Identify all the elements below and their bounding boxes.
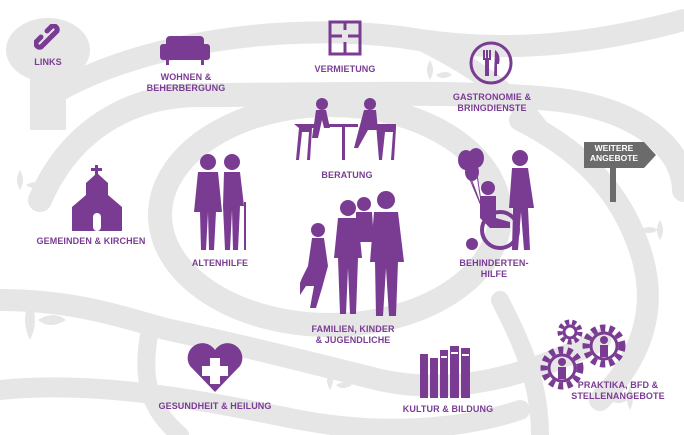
praktika-label[interactable]: PRAKTIKA, BFD & STELLENANGEBOTE bbox=[556, 380, 680, 402]
behinderten-label-line1: BEHINDERTEN- bbox=[459, 258, 529, 268]
heart-cross-icon[interactable] bbox=[186, 342, 244, 394]
church-icon[interactable] bbox=[72, 165, 122, 231]
cutlery-icon[interactable] bbox=[468, 40, 514, 86]
behinderten-label-line2: HILFE bbox=[480, 269, 508, 279]
decorative-sprigs bbox=[17, 60, 663, 410]
weitere-label-line2: ANGEBOTE bbox=[589, 153, 639, 163]
tree-shape bbox=[6, 18, 90, 130]
family-icon[interactable] bbox=[294, 190, 410, 318]
weitere-label-line1: WEITERE bbox=[594, 143, 634, 153]
elderly-couple-icon[interactable] bbox=[188, 152, 252, 252]
praktika-label-line2: STELLENANGEBOTE bbox=[571, 391, 665, 401]
wheelchair-icon[interactable] bbox=[452, 148, 544, 252]
kultur-label[interactable]: KULTUR & BILDUNG bbox=[402, 404, 494, 414]
gears-people-icon[interactable] bbox=[540, 316, 630, 396]
books-icon[interactable] bbox=[420, 346, 474, 398]
consultation-icon[interactable] bbox=[290, 96, 400, 162]
gemeinden-label[interactable]: GEMEINDEN & KIRCHEN bbox=[36, 236, 146, 246]
wohnen-label-line1: WOHNEN & bbox=[160, 72, 212, 82]
wohnen-label[interactable]: WOHNEN & BEHERBERGUNG bbox=[128, 72, 244, 94]
gastronomie-label-line2: BRINGDIENSTE bbox=[457, 103, 527, 113]
beratung-label[interactable]: BERATUNG bbox=[321, 170, 373, 180]
vermietung-label[interactable]: VERMIETUNG bbox=[314, 64, 376, 74]
familien-label[interactable]: FAMILIEN, KINDER & JUGENDLICHE bbox=[292, 324, 414, 346]
links-label[interactable]: LINKS bbox=[34, 57, 62, 67]
gastronomie-label-line1: GASTRONOMIE & bbox=[452, 92, 532, 102]
familien-label-line2: & JUGENDLICHE bbox=[315, 335, 391, 345]
behinderten-label[interactable]: BEHINDERTEN- HILFE bbox=[440, 258, 548, 280]
weitere-label: WEITERE ANGEBOTE bbox=[584, 143, 644, 163]
gastronomie-label[interactable]: GASTRONOMIE & BRINGDIENSTE bbox=[440, 92, 544, 114]
altenhilfe-label[interactable]: ALTENHILFE bbox=[191, 258, 249, 268]
floor-plan-icon[interactable] bbox=[328, 20, 362, 56]
chain-link-icon[interactable] bbox=[33, 23, 64, 54]
familien-label-line1: FAMILIEN, KINDER bbox=[311, 324, 395, 334]
wohnen-label-line2: BEHERBERGUNG bbox=[146, 83, 226, 93]
signpost-icon[interactable]: WEITERE ANGEBOTE bbox=[582, 140, 658, 202]
sofa-icon[interactable] bbox=[160, 34, 210, 66]
gesundheit-label[interactable]: GESUNDHEIT & HEILUNG bbox=[158, 401, 272, 411]
praktika-label-line1: PRAKTIKA, BFD & bbox=[577, 380, 659, 390]
